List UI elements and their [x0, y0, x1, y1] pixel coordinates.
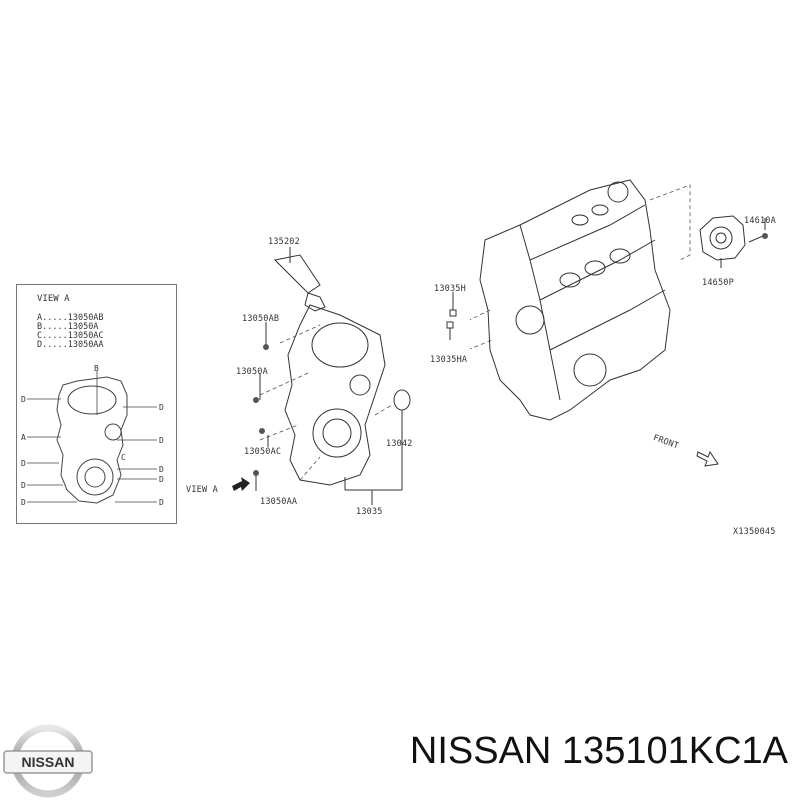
view-a-title: VIEW A — [37, 294, 70, 304]
front-arrow-icon — [696, 450, 719, 467]
svg-text:C: C — [121, 453, 126, 462]
nissan-logo-icon: NISSAN — [3, 724, 93, 798]
legend-row: C.....13050AC — [37, 331, 104, 341]
front-label: FRONT — [651, 433, 680, 452]
svg-text:D: D — [159, 403, 164, 412]
callout-13050a: 13050A — [236, 367, 268, 377]
part-number-title: NISSAN 135101KC1A — [409, 730, 788, 772]
footer: NISSAN NISSAN 135101KC1A — [0, 700, 800, 800]
drawing-id: X1350045 — [733, 527, 776, 537]
view-a-legend: A.....13050AB B.....13050A C.....13050AC… — [37, 314, 104, 350]
callout-14650p: 14650P — [702, 278, 734, 288]
legend-row: D.....13050AA — [37, 340, 104, 350]
callout-13050ab: 13050AB — [242, 314, 280, 324]
parts-diagram: VIEW A A.....13050AB B.....13050A C.....… — [16, 179, 776, 537]
legend-row: B.....13050A — [37, 322, 99, 332]
svg-text:D: D — [159, 436, 164, 445]
bolt-markers-13035h — [446, 292, 457, 340]
callout-13050aa: 13050AA — [260, 497, 298, 507]
callout-13050ac: 13050AC — [244, 447, 282, 457]
view-a-inset: VIEW A A.....13050AB B.....13050A C.....… — [16, 284, 177, 524]
legend-row: A.....13050AB — [37, 313, 104, 323]
svg-text:D: D — [21, 395, 26, 404]
callout-14610a: 14610A — [744, 216, 776, 226]
callout-135202: 135202 — [268, 237, 300, 247]
vacuum-pump-drawing — [699, 215, 768, 268]
svg-text:B: B — [94, 364, 99, 373]
svg-text:D: D — [159, 475, 164, 484]
svg-text:D: D — [159, 498, 164, 507]
callout-13042: 13042 — [386, 439, 413, 449]
callout-13035h: 13035H — [434, 284, 466, 294]
nissan-logo: NISSAN — [2, 724, 94, 798]
svg-text:D: D — [21, 459, 26, 468]
svg-text:NISSAN: NISSAN — [22, 754, 75, 770]
view-a-arrow-label: VIEW A — [186, 485, 218, 495]
engine-assembly-drawing — [470, 179, 691, 421]
callout-13035: 13035 — [356, 507, 383, 517]
svg-text:D: D — [159, 465, 164, 474]
svg-text:A: A — [21, 433, 26, 442]
timing-cover-drawing — [232, 247, 411, 505]
svg-text:D: D — [21, 481, 26, 490]
callout-13035ha: 13035HA — [430, 355, 468, 365]
svg-text:D: D — [21, 498, 26, 507]
